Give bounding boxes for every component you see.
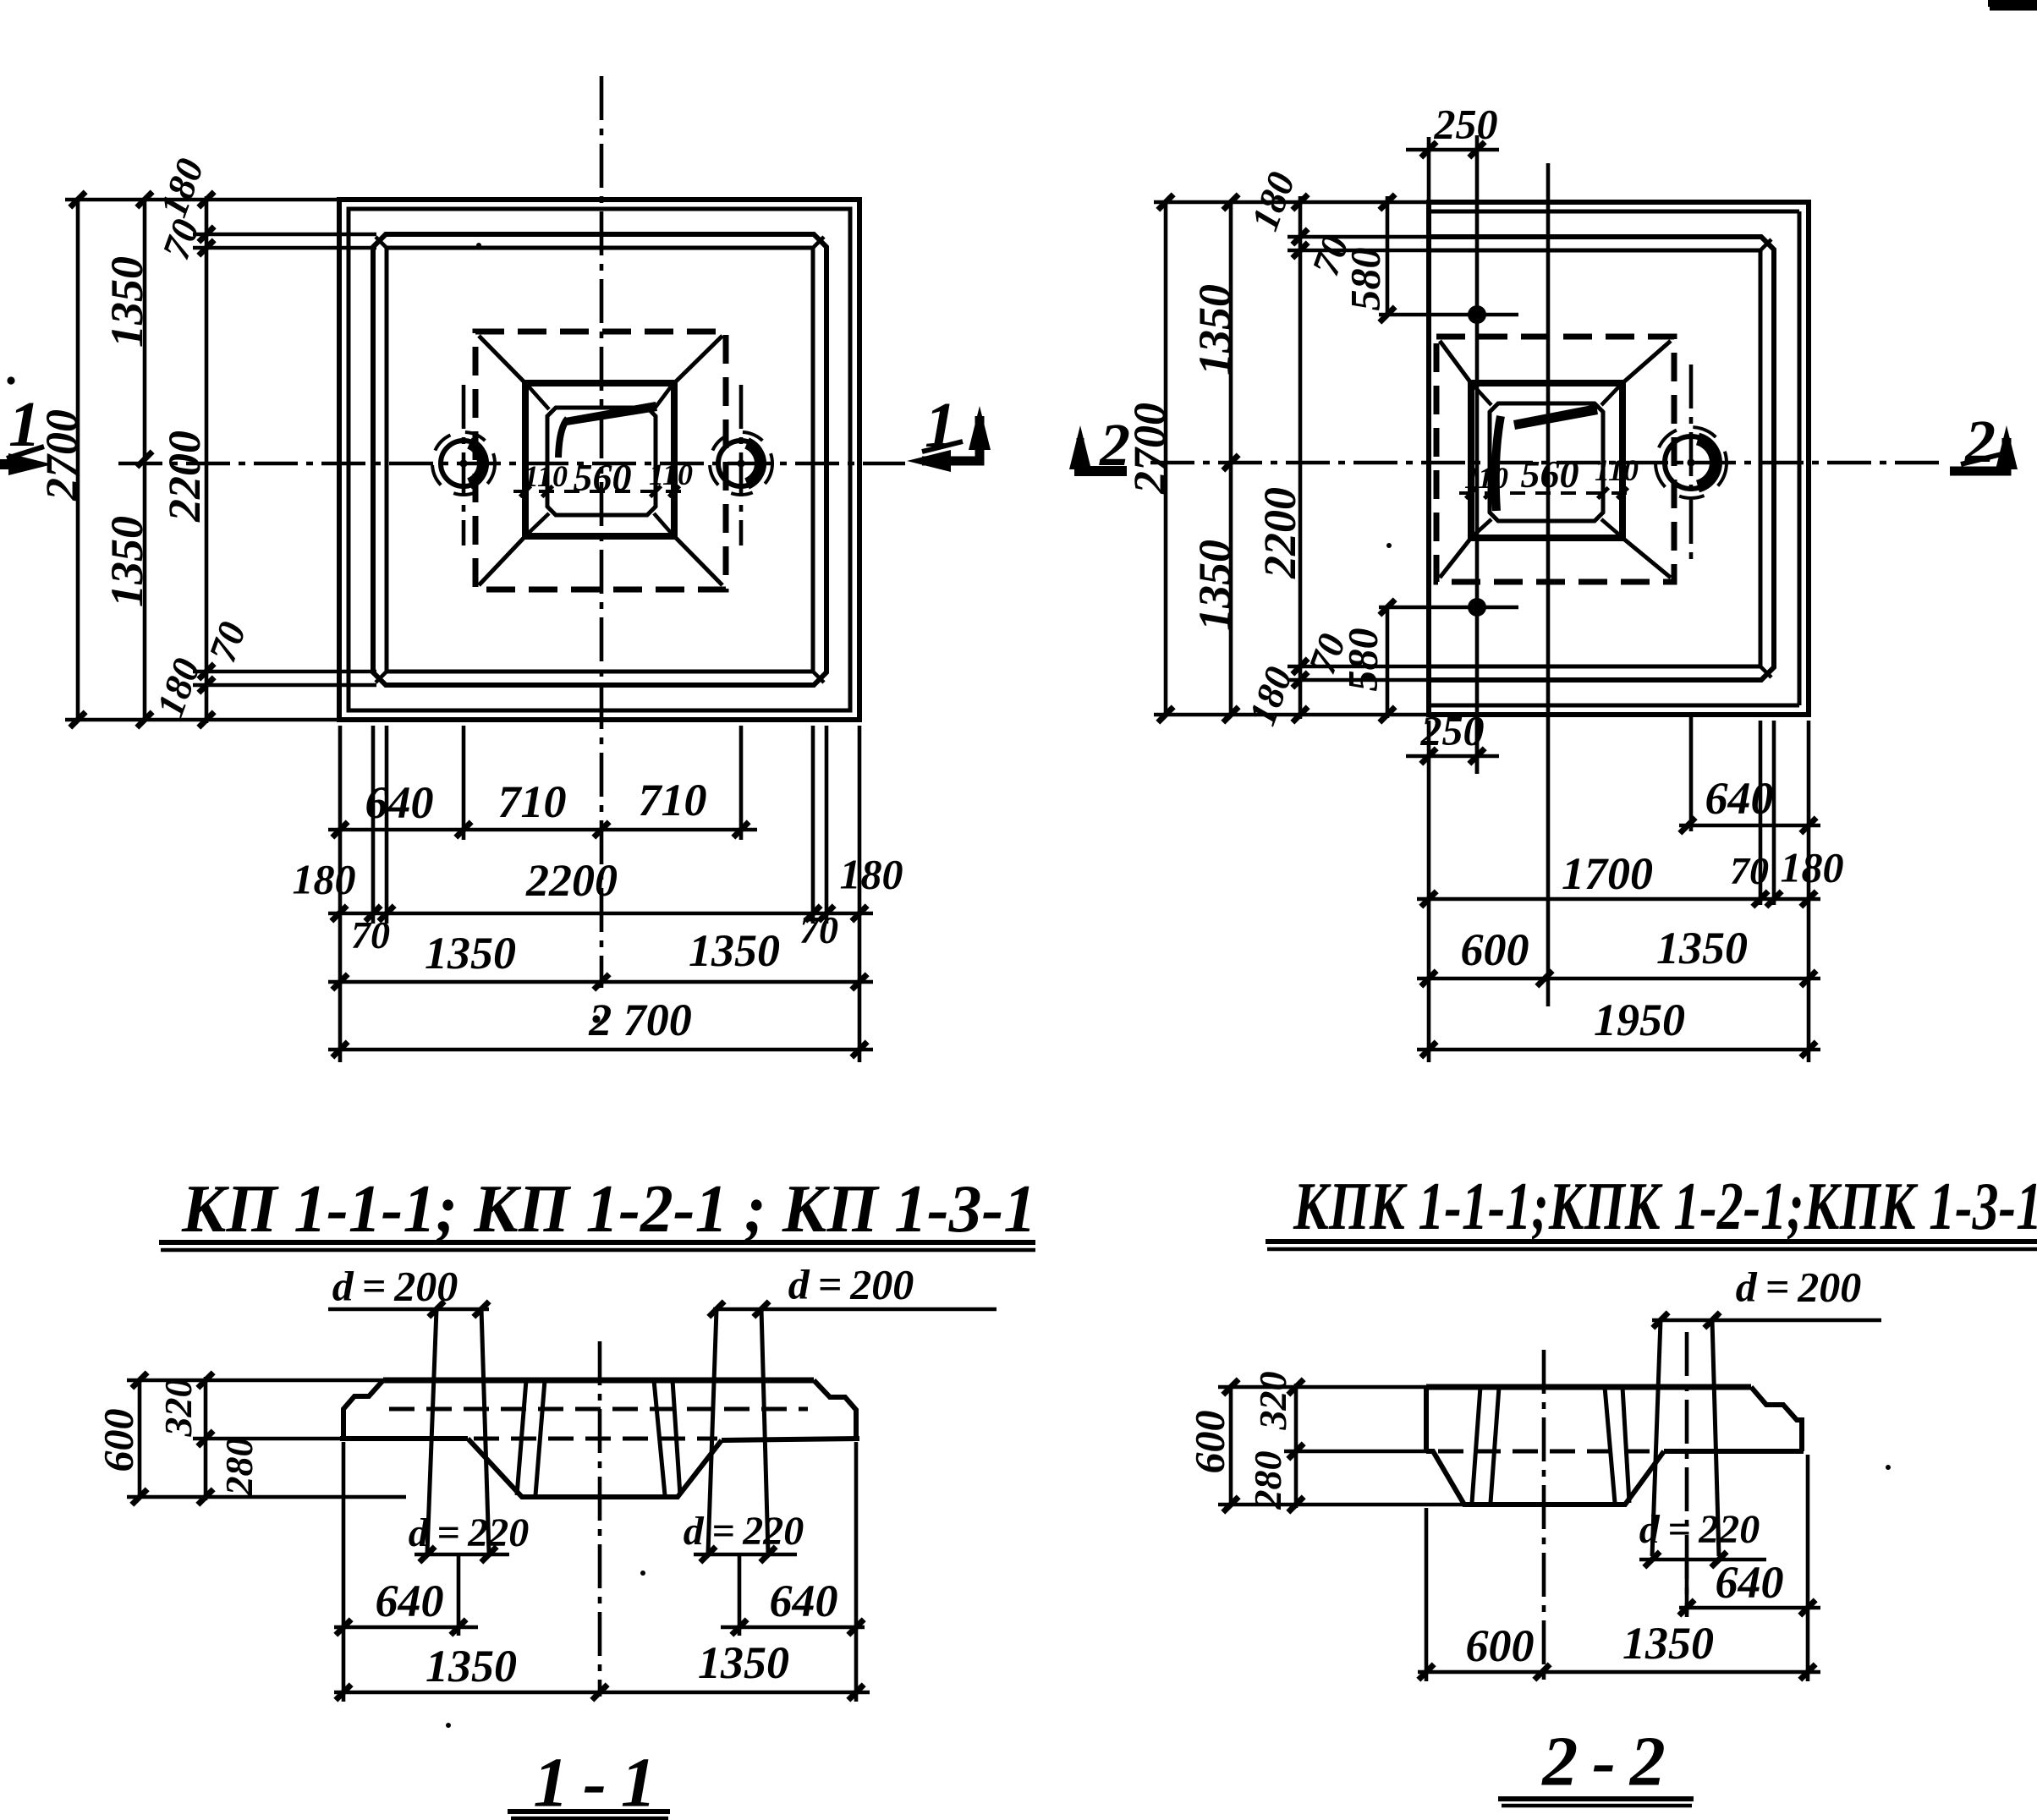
svg-text:70: 70 <box>351 913 390 957</box>
svg-text:1350: 1350 <box>698 1637 789 1688</box>
svg-text:2 - 2: 2 - 2 <box>1540 1723 1666 1801</box>
svg-text:1350: 1350 <box>1622 1618 1714 1669</box>
svg-text:1350: 1350 <box>102 256 152 348</box>
svg-text:640: 640 <box>365 777 434 828</box>
svg-text:70: 70 <box>799 908 838 951</box>
svg-text:180: 180 <box>840 851 903 898</box>
svg-text:d = 200: d = 200 <box>332 1263 458 1310</box>
svg-text:КПК 1-1-1;КПК 1-2-1;КПК 1-3-1: КПК 1-1-1;КПК 1-2-1;КПК 1-3-1 <box>1293 1170 2037 1244</box>
svg-text:560: 560 <box>1521 452 1579 496</box>
svg-text:110: 110 <box>524 459 568 493</box>
svg-text:600: 600 <box>1466 1620 1535 1671</box>
svg-text:1950: 1950 <box>1594 995 1685 1045</box>
svg-text:2200: 2200 <box>159 430 210 523</box>
svg-text:2700: 2700 <box>36 409 87 502</box>
svg-text:1350: 1350 <box>1189 284 1240 376</box>
svg-text:250: 250 <box>1420 707 1485 754</box>
svg-text:580: 580 <box>1339 628 1386 692</box>
svg-text:1350: 1350 <box>426 1641 517 1691</box>
svg-text:2 700: 2 700 <box>588 995 692 1045</box>
svg-text:640: 640 <box>1716 1557 1784 1608</box>
svg-text:1350: 1350 <box>425 928 516 979</box>
svg-text:2200: 2200 <box>525 855 618 906</box>
svg-text:2200: 2200 <box>1255 487 1305 579</box>
svg-text:110: 110 <box>1464 461 1508 495</box>
svg-text:710: 710 <box>639 775 707 825</box>
svg-text:d = 200: d = 200 <box>1736 1264 1862 1311</box>
svg-text:180: 180 <box>293 856 356 903</box>
svg-text:180: 180 <box>1781 844 1844 891</box>
svg-text:640: 640 <box>770 1576 838 1626</box>
svg-text:d = 220: d = 220 <box>1639 1507 1760 1552</box>
svg-text:250: 250 <box>1434 101 1498 148</box>
svg-text:320: 320 <box>156 1379 200 1438</box>
svg-text:d = 200: d = 200 <box>788 1261 914 1308</box>
svg-text:2: 2 <box>1099 411 1130 479</box>
svg-text:КП 1-1-1; КП 1-2-1 ; КП 1-3-1: КП 1-1-1; КП 1-2-1 ; КП 1-3-1 <box>181 1172 1036 1247</box>
svg-text:640: 640 <box>376 1576 444 1626</box>
svg-text:d = 220: d = 220 <box>684 1509 804 1554</box>
svg-text:1350: 1350 <box>1656 923 1748 973</box>
svg-text:280: 280 <box>217 1438 261 1497</box>
svg-text:320: 320 <box>1251 1372 1294 1431</box>
svg-text:580: 580 <box>1342 248 1389 311</box>
svg-text:560: 560 <box>574 456 632 499</box>
svg-text:1350: 1350 <box>689 925 780 976</box>
svg-text:600: 600 <box>1186 1411 1233 1474</box>
svg-text:1350: 1350 <box>1189 540 1240 631</box>
svg-text:280: 280 <box>1246 1451 1289 1510</box>
svg-text:110: 110 <box>1595 453 1639 487</box>
svg-text:1350: 1350 <box>102 516 152 607</box>
svg-text:110: 110 <box>649 458 693 491</box>
svg-text:640: 640 <box>1705 773 1774 824</box>
svg-text:70: 70 <box>1730 849 1769 892</box>
svg-text:d = 220: d = 220 <box>409 1510 530 1555</box>
svg-text:2: 2 <box>1964 408 1996 475</box>
svg-text:2700: 2700 <box>1124 403 1175 495</box>
svg-text:600: 600 <box>1461 924 1529 975</box>
svg-text:710: 710 <box>498 776 567 827</box>
svg-text:1700: 1700 <box>1562 848 1653 899</box>
svg-text:1 - 1: 1 - 1 <box>533 1744 656 1820</box>
svg-text:600: 600 <box>95 1409 142 1472</box>
